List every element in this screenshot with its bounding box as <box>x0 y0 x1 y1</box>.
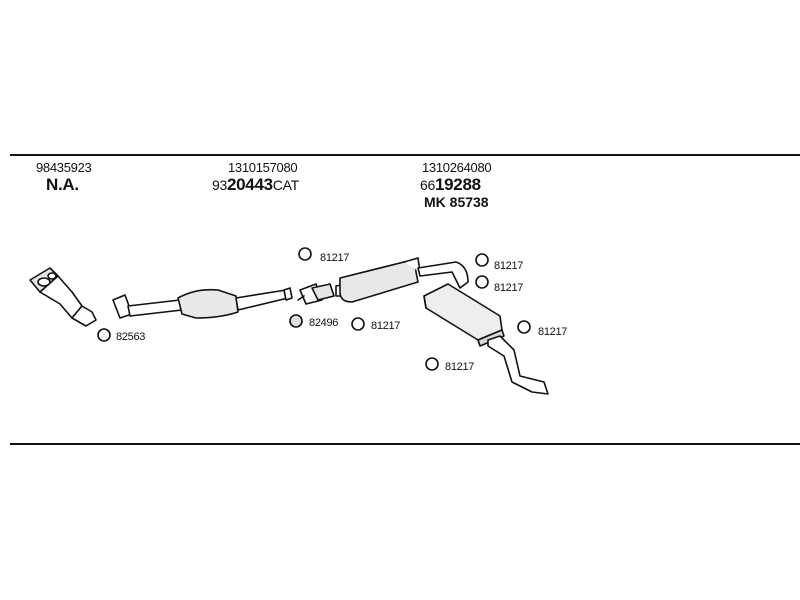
label-81217-a: 81217 <box>320 252 350 264</box>
bottom-rule <box>10 443 800 445</box>
tail-pipe <box>487 335 549 395</box>
label-82563: 82563 <box>116 331 146 343</box>
code-cat: 9320443CAT <box>212 175 299 195</box>
top-rule <box>10 154 800 156</box>
catalytic-converter <box>112 287 293 319</box>
clamp-81217-e <box>517 320 531 334</box>
code-cat-number: 20443 <box>226 175 273 194</box>
clamp-81217-b <box>351 317 365 331</box>
rear-muffler <box>423 283 505 347</box>
code-na: N.A. <box>46 175 79 194</box>
manifold-pipe <box>29 267 97 327</box>
part-number-1: 98435923 <box>36 160 92 175</box>
clamp-81217-f <box>425 357 439 371</box>
clamp-81217-d <box>475 275 489 289</box>
code-mk: MK 85738 <box>424 194 489 210</box>
code-cat-suffix: CAT <box>272 177 299 193</box>
label-81217-d: 81217 <box>494 282 524 294</box>
part-number-2: 1310157080 <box>228 160 298 175</box>
clamp-81217-c <box>475 253 489 267</box>
clamp-81217-a <box>298 247 312 261</box>
gasket-82496 <box>289 314 303 328</box>
gasket-82563 <box>97 328 111 342</box>
label-82496: 82496 <box>309 317 339 329</box>
label-81217-e: 81217 <box>538 326 568 338</box>
code-muffler-number: 19288 <box>434 175 481 194</box>
code-cat-prefix: 93 <box>212 177 227 193</box>
label-81217-c: 81217 <box>494 260 524 272</box>
joint-clamp <box>297 283 347 305</box>
part-number-3: 1310264080 <box>422 160 492 175</box>
middle-muffler <box>339 257 469 303</box>
label-81217-b: 81217 <box>371 320 401 332</box>
label-81217-f: 81217 <box>445 361 475 373</box>
code-muffler-prefix: 66 <box>420 177 435 193</box>
code-muffler: 6619288 <box>420 175 481 195</box>
